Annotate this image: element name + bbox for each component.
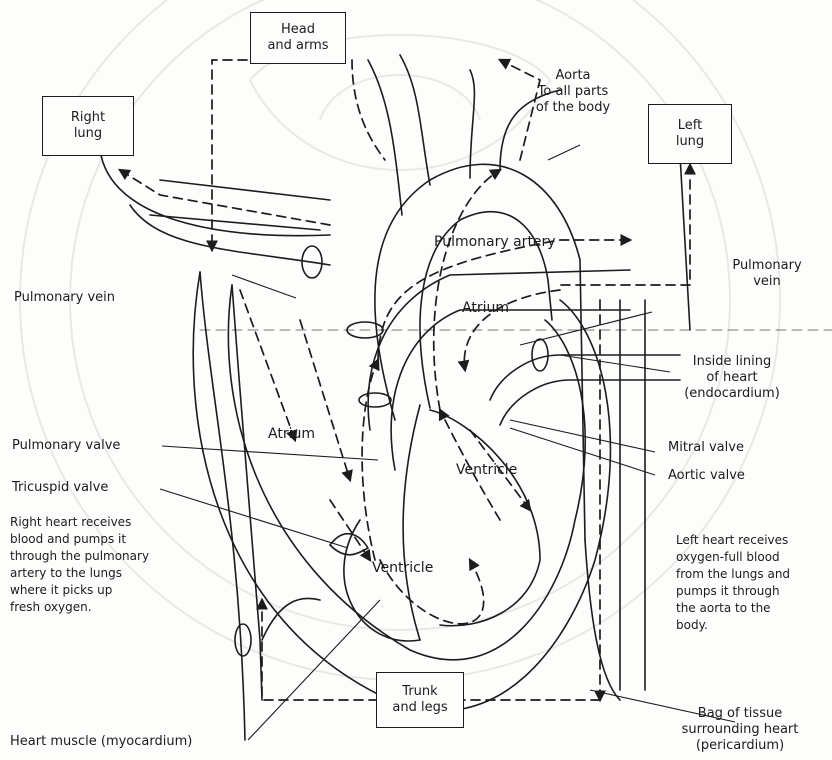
pulmonary-valve-label: Pulmonary valve [12, 438, 120, 454]
left-ventricle-label: Ventricle [456, 462, 517, 478]
head-arms-box: Head and arms [250, 12, 346, 64]
endocardium-label: Inside lining of heart (endocardium) [672, 354, 792, 402]
trunk-legs-box: Trunk and legs [376, 672, 464, 728]
pulmonary-vein-label-right: Pulmonary vein [712, 258, 822, 290]
aortic-valve-label: Aortic valve [668, 468, 745, 484]
pulmonary-artery-label: Pulmonary artery [434, 234, 556, 250]
aorta-label: Aorta To all parts of the body [508, 68, 638, 116]
myocardium-label: Heart muscle (myocardium) [10, 734, 192, 750]
flow-to-right-lung [120, 170, 330, 225]
vena-cava [200, 272, 245, 740]
right-heart-description: Right heart receives blood and pumps it … [10, 514, 210, 616]
left-atrium-label: Atrium [462, 300, 509, 316]
right-lung-box: Right lung [42, 96, 134, 156]
tricuspid-valve-label: Tricuspid valve [12, 480, 108, 496]
flow-aorta-up [434, 170, 500, 410]
right-atrium-label: Atrium [268, 426, 315, 442]
pericardium-label: Bag of tissue surrounding heart (pericar… [670, 706, 810, 754]
pulmonary-vein-label-left: Pulmonary vein [14, 290, 115, 306]
left-lung-box: Left lung [648, 104, 732, 164]
right-ventricle-label: Ventricle [372, 560, 433, 576]
left-heart-description: Left heart receives oxygen-full blood fr… [676, 532, 828, 634]
mitral-valve-label: Mitral valve [668, 440, 744, 456]
septum [403, 405, 420, 640]
pulmonary-artery-vessel [368, 270, 630, 430]
aorta-arch [375, 164, 585, 540]
